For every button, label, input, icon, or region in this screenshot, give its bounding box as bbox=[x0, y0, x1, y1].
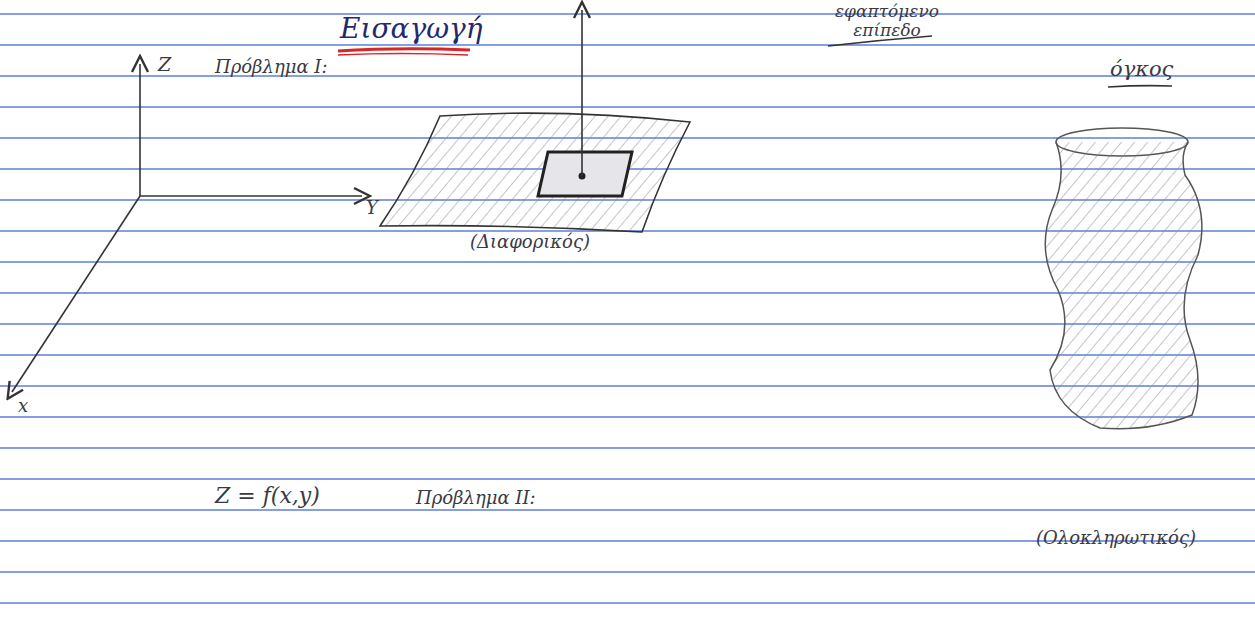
volume-note: όγκος bbox=[1110, 58, 1173, 81]
method-note: (Διαφορικός) bbox=[470, 232, 590, 252]
function-formula: Z = f(x,y) bbox=[215, 484, 320, 508]
axes bbox=[12, 64, 362, 392]
method-note: (Ολοκληρωτικός) bbox=[1036, 528, 1196, 548]
axis-label: Z bbox=[158, 54, 171, 75]
volume-solid bbox=[1045, 128, 1202, 429]
problem-label: Πρόβλημα Ι: bbox=[215, 57, 327, 77]
axis-label: x bbox=[18, 396, 28, 416]
tangent-plane-note: εφαπτόμενο επίπεδο bbox=[832, 2, 942, 39]
problem-label: Πρόβλημα ΙΙ: bbox=[416, 488, 536, 508]
page-title: Εισαγωγή bbox=[340, 14, 483, 45]
axis-label: Y bbox=[366, 198, 378, 218]
ruled-lines bbox=[0, 14, 1255, 603]
